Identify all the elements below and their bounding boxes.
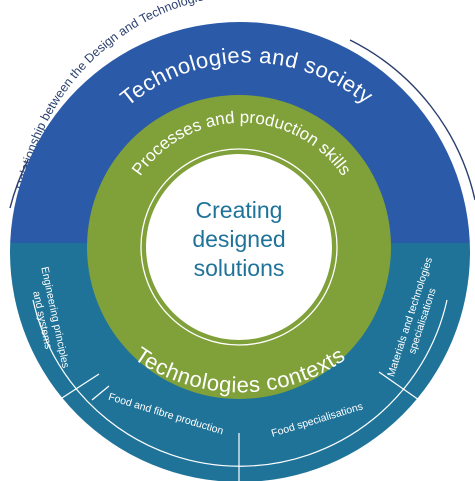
center-text: Creating designed solutions (192, 197, 285, 281)
center-line-3: solutions (194, 255, 285, 281)
outer-arc-line (9, 159, 29, 209)
context-separator-4 (378, 371, 420, 401)
center-line-2: designed (192, 226, 285, 252)
contexts-divider-arc (32, 299, 448, 467)
inner-thin-ring (140, 148, 338, 346)
center-line-1: Creating (196, 197, 283, 223)
context-separator-1 (61, 373, 100, 399)
outer-arc-line-right (349, 39, 475, 201)
context-separator-2 (91, 385, 110, 401)
center-circle (146, 154, 332, 340)
